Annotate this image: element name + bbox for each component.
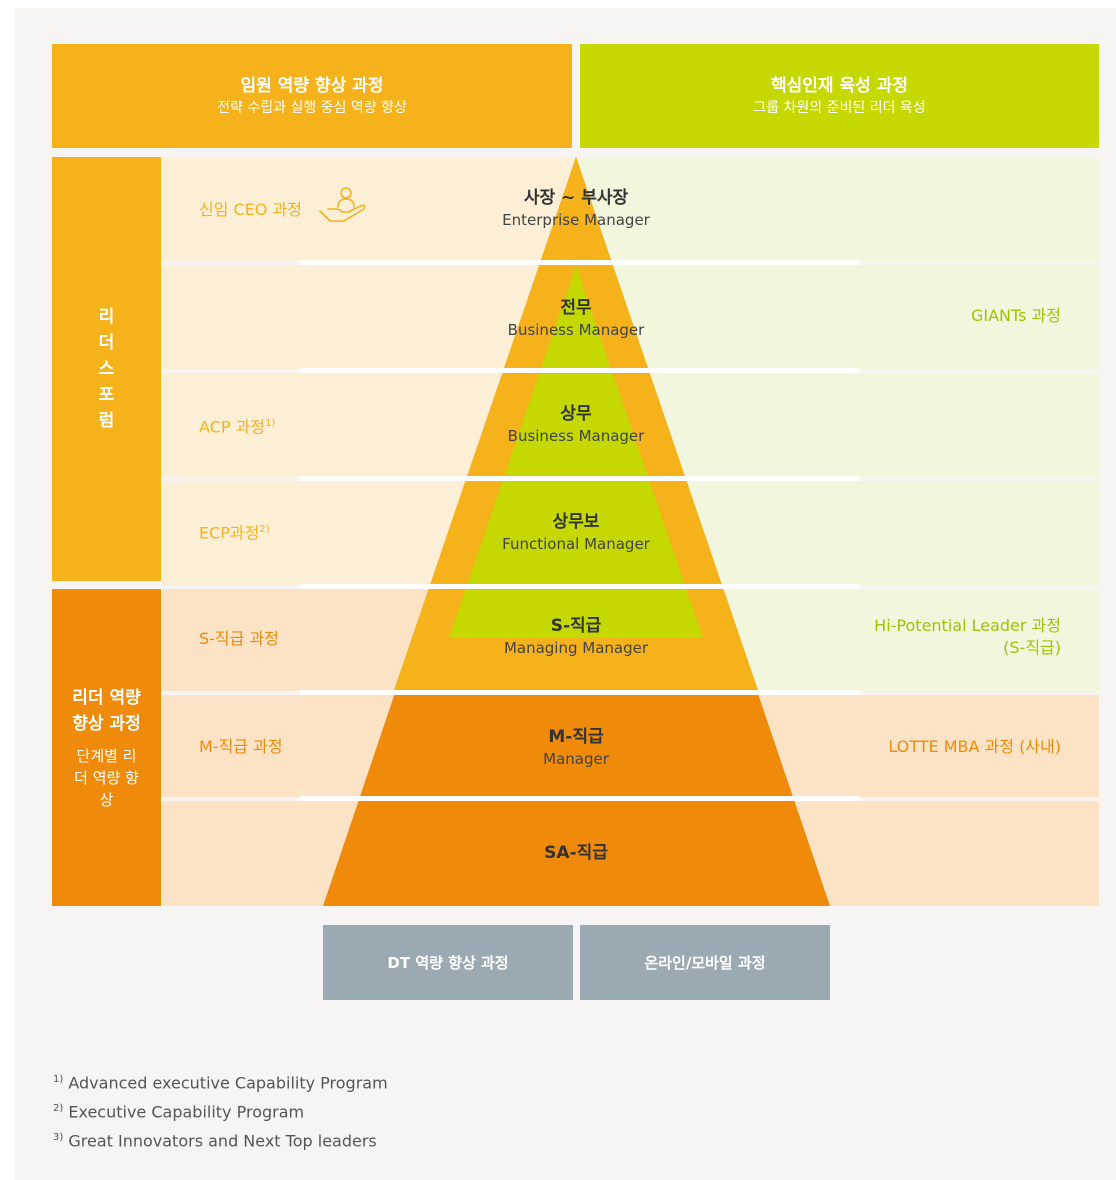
pyramid-divider-5 xyxy=(300,690,860,695)
program-s-grade: S-직급 과정 xyxy=(199,628,279,650)
level-4-ko: 상무보 xyxy=(552,512,600,532)
pyramid-divider-3 xyxy=(300,476,860,481)
pyramid-divider-4 xyxy=(300,584,860,589)
header-talent-title: 핵심인재 육성 과정 xyxy=(771,76,908,96)
program-new-ceo-label: 신임 CEO 과정 xyxy=(199,200,302,219)
header-executive-subtitle: 전략 수립과 실행 중심 역량 향상 xyxy=(217,100,407,116)
side-leader-capability-subtitle: 단계별 리더 역량 향상 xyxy=(74,746,139,809)
program-m-grade-label: M-직급 과정 xyxy=(199,737,283,756)
row-band-2-left xyxy=(162,265,576,369)
program-m-grade: M-직급 과정 xyxy=(199,736,283,758)
level-4: 상무보 Functional Manager xyxy=(446,510,706,554)
program-acp-label: ACP 과정 xyxy=(199,417,266,437)
row-band-1-right xyxy=(576,157,1099,261)
program-hipo-line2: (S-직급) xyxy=(1003,638,1061,657)
level-1-en: Enterprise Manager xyxy=(502,211,650,229)
program-new-ceo: 신임 CEO 과정 xyxy=(199,199,302,221)
header-executive-title: 임원 역량 향상 과정 xyxy=(240,76,384,96)
program-giants-label: GIANTs 과정 xyxy=(970,306,1061,325)
program-lotte-mba-label: LOTTE MBA 과정 (사내) xyxy=(888,737,1061,756)
program-s-grade-label: S-직급 과정 xyxy=(199,629,279,648)
level-2: 전무 Business Manager xyxy=(446,296,706,340)
dt-capability-button[interactable]: DT 역량 향상 과정 xyxy=(323,925,573,1000)
row-band-2-right xyxy=(576,265,1099,369)
footnote-1-text: Advanced executive Capability Program xyxy=(68,1073,388,1093)
program-hipo-line1: Hi-Potential Leader 과정 xyxy=(874,616,1061,635)
level-2-ko: 전무 xyxy=(560,298,592,318)
footnote-1-mark: 1) xyxy=(53,1074,64,1085)
side-leaders-forum: 리더스포럼 xyxy=(52,157,161,581)
level-3-ko: 상무 xyxy=(560,404,592,424)
header-talent: 핵심인재 육성 과정 그룹 차원의 준비된 리더 육성 xyxy=(580,44,1099,148)
level-2-en: Business Manager xyxy=(507,321,645,339)
level-7: SA-직급 xyxy=(446,841,706,865)
program-lotte-mba: LOTTE MBA 과정 (사내) xyxy=(888,736,1061,758)
program-hipo: Hi-Potential Leader 과정 (S-직급) xyxy=(874,615,1061,659)
hand-person-icon xyxy=(319,187,366,222)
footnote-2: 2) Executive Capability Program xyxy=(53,1099,304,1122)
footnote-2-text: Executive Capability Program xyxy=(68,1102,305,1122)
program-acp-note: 1) xyxy=(265,418,276,429)
online-mobile-button[interactable]: 온라인/모바일 과정 xyxy=(580,925,830,1000)
pyramid-divider-1 xyxy=(300,260,860,265)
level-5-ko: S-직급 xyxy=(550,616,602,636)
footnote-1: 1) Advanced executive Capability Program xyxy=(53,1070,388,1093)
level-3-en: Business Manager xyxy=(507,427,645,445)
pyramid-divider-2 xyxy=(300,368,860,373)
side-leaders-forum-label: 리더스포럼 xyxy=(98,307,115,431)
level-6-en: Manager xyxy=(543,750,609,768)
side-leader-capability-title: 리더 역량 향상 과정 xyxy=(72,687,141,734)
level-7-ko: SA-직급 xyxy=(544,843,608,863)
footnote-3-text: Great Innovators and Next Top leaders xyxy=(68,1131,377,1151)
program-giants: GIANTs 과정 xyxy=(971,305,1061,327)
program-acp: ACP 과정1) xyxy=(199,413,275,438)
level-5-en: Managing Manager xyxy=(503,639,649,657)
level-1: 사장 ~ 부사장 Enterprise Manager xyxy=(446,186,706,230)
level-6-ko: M-직급 xyxy=(548,727,604,747)
level-1-ko: 사장 ~ 부사장 xyxy=(523,188,629,208)
level-6: M-직급 Manager xyxy=(446,725,706,769)
row-band-1-left xyxy=(162,157,576,261)
footnote-3-mark: 3) xyxy=(53,1132,64,1143)
program-ecp: ECP과정2) xyxy=(199,519,270,544)
level-5: S-직급 Managing Manager xyxy=(446,614,706,658)
level-3: 상무 Business Manager xyxy=(446,402,706,446)
level-4-en: Functional Manager xyxy=(502,535,650,553)
side-leader-capability: 리더 역량 향상 과정 단계별 리더 역량 향상 xyxy=(52,589,161,906)
header-talent-subtitle: 그룹 차원의 준비된 리더 육성 xyxy=(753,100,926,116)
program-ecp-note: 2) xyxy=(259,524,270,535)
footnote-2-mark: 2) xyxy=(53,1103,64,1114)
footnote-3: 3) Great Innovators and Next Top leaders xyxy=(53,1128,377,1151)
pyramid-talent xyxy=(449,266,703,638)
program-ecp-label: ECP과정 xyxy=(199,523,260,543)
pyramid-divider-6 xyxy=(300,796,860,801)
header-executive: 임원 역량 향상 과정 전략 수립과 실행 중심 역량 향상 xyxy=(52,44,572,148)
